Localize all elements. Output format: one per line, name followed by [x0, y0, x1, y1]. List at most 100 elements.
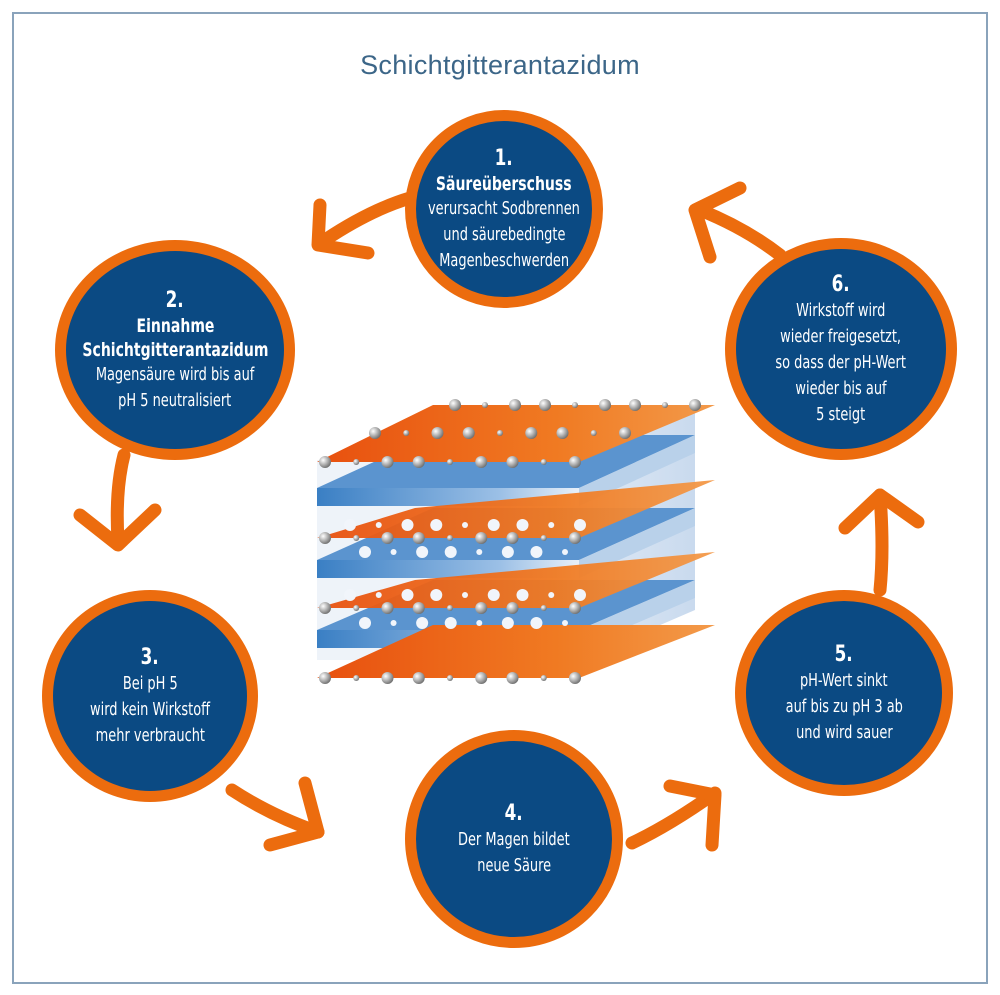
- lattice-atom: [390, 620, 397, 626]
- lattice-atom: [475, 456, 488, 468]
- lattice-atom: [353, 605, 360, 611]
- lattice-atom: [569, 532, 581, 544]
- lattice-atom: [475, 602, 488, 614]
- lattice-atom: [572, 402, 578, 408]
- lattice-atom: [506, 672, 519, 684]
- step-4-number: 4.: [504, 800, 524, 826]
- lattice-atom: [416, 617, 429, 629]
- step-3-number: 3.: [140, 644, 160, 670]
- lattice-atom: [562, 549, 568, 555]
- step-6-line: so dass der pH-Wert: [775, 351, 907, 373]
- lattice-atom: [540, 459, 547, 465]
- lattice-atom: [516, 589, 529, 601]
- step-1-number: 1.: [494, 145, 514, 171]
- layered-lattice-illustration: [317, 399, 715, 684]
- lattice-atom: [506, 532, 519, 544]
- orange-layer-top: [317, 405, 715, 462]
- arrow-1-to-2: [311, 191, 417, 260]
- step-3-circle: 3. Bei pH 5 wird kein Wirkstoff mehr ver…: [42, 590, 258, 802]
- lattice-atom: [431, 427, 444, 439]
- step-6-line: wieder freigesetzt,: [780, 325, 902, 347]
- lattice-atom: [412, 602, 425, 614]
- lattice-atom: [562, 620, 568, 626]
- lattice-atom: [447, 675, 453, 681]
- lattice-atom: [619, 427, 631, 439]
- lattice-atom: [662, 402, 668, 408]
- lattice-atom: [319, 602, 331, 614]
- lattice-atom: [482, 402, 488, 408]
- lattice-atom: [430, 589, 443, 601]
- lattice-atom: [530, 546, 543, 558]
- orange-layer-3: [317, 552, 715, 608]
- lattice-atom: [412, 456, 425, 468]
- arrow-2-to-3: [73, 448, 162, 552]
- arrow-5-to-6: [838, 488, 925, 597]
- lattice-atom: [487, 589, 500, 601]
- orange-layer-2: [317, 480, 715, 538]
- step-4-line: neue Säure: [477, 854, 551, 876]
- lattice-atom: [416, 546, 429, 558]
- orange-layer-bottom: [317, 625, 715, 678]
- lattice-atom: [401, 589, 414, 601]
- lattice-atom: [375, 522, 382, 528]
- lattice-atoms: [319, 399, 701, 684]
- step-5-line: auf bis zu pH 3 ab: [785, 695, 903, 717]
- lattice-atom: [401, 519, 414, 531]
- step-2-heading-2: Schichtgitterantazidum: [81, 338, 269, 361]
- lattice-atom: [353, 675, 360, 681]
- arrow-3-to-4: [225, 776, 325, 852]
- lattice-atom: [444, 546, 457, 558]
- step-6-number: 6.: [831, 271, 851, 297]
- step-2-heading: Einnahme: [136, 314, 214, 337]
- step-6-line: wieder bis auf: [795, 377, 887, 399]
- step-3-line: mehr verbraucht: [95, 724, 205, 746]
- step-4-circle: 4. Der Magen bildet neue Säure: [405, 730, 623, 948]
- step-2-line: pH 5 neutralisiert: [118, 389, 232, 411]
- lattice-atom: [540, 605, 547, 611]
- lattice-atom: [462, 592, 468, 598]
- lattice-atom: [525, 427, 538, 439]
- lattice-atom: [497, 430, 503, 436]
- lattice-atom: [475, 532, 488, 544]
- lattice-atom: [689, 399, 701, 411]
- lattice-atom: [509, 399, 521, 411]
- step-6-line: 5 steigt: [816, 403, 866, 425]
- step-2-circle: 2. Einnahme Schichtgitterantazidum Magen…: [55, 240, 295, 460]
- step-5-circle: 5. pH-Wert sinkt auf bis zu pH 3 ab und …: [735, 590, 953, 796]
- step-3-line: wird kein Wirkstoff: [89, 698, 211, 720]
- lattice-atom: [476, 620, 483, 626]
- lattice-atom: [599, 399, 611, 411]
- lattice-atom: [574, 589, 586, 601]
- lattice-atom: [540, 675, 547, 681]
- lattice-atom: [381, 602, 394, 614]
- lattice-atom: [449, 399, 461, 411]
- lattice-atom: [516, 519, 529, 531]
- lattice-atom: [344, 519, 356, 531]
- lattice-atom: [569, 602, 581, 614]
- step-6-circle: 6. Wirkstoff wird wieder freigesetzt, so…: [725, 238, 957, 460]
- arrow-4-to-5: [625, 779, 722, 852]
- lattice-atom: [344, 589, 356, 601]
- lattice-atom: [319, 532, 331, 544]
- lattice-atom: [574, 519, 586, 531]
- lattice-atom: [447, 605, 453, 611]
- lattice-atom: [539, 399, 551, 411]
- lattice-atom: [381, 672, 394, 684]
- lattice-atom: [353, 535, 360, 541]
- lattice-atom: [548, 592, 555, 598]
- step-1-heading: Säureüberschuss: [436, 172, 572, 195]
- lattice-atom: [359, 617, 371, 629]
- diagram-title: Schichtgitterantazidum: [360, 50, 640, 80]
- lattice-atom: [319, 456, 331, 468]
- lattice-atom: [375, 592, 382, 598]
- step-5-number: 5.: [834, 641, 854, 667]
- lattice-atom: [501, 546, 514, 558]
- lattice-atom: [359, 546, 371, 558]
- lattice-atom: [629, 399, 641, 411]
- lattice-atom: [447, 535, 453, 541]
- lattice-atom: [447, 459, 453, 465]
- lattice-atom: [506, 602, 519, 614]
- lattice-atom: [353, 459, 360, 465]
- lattice-atom: [462, 522, 468, 528]
